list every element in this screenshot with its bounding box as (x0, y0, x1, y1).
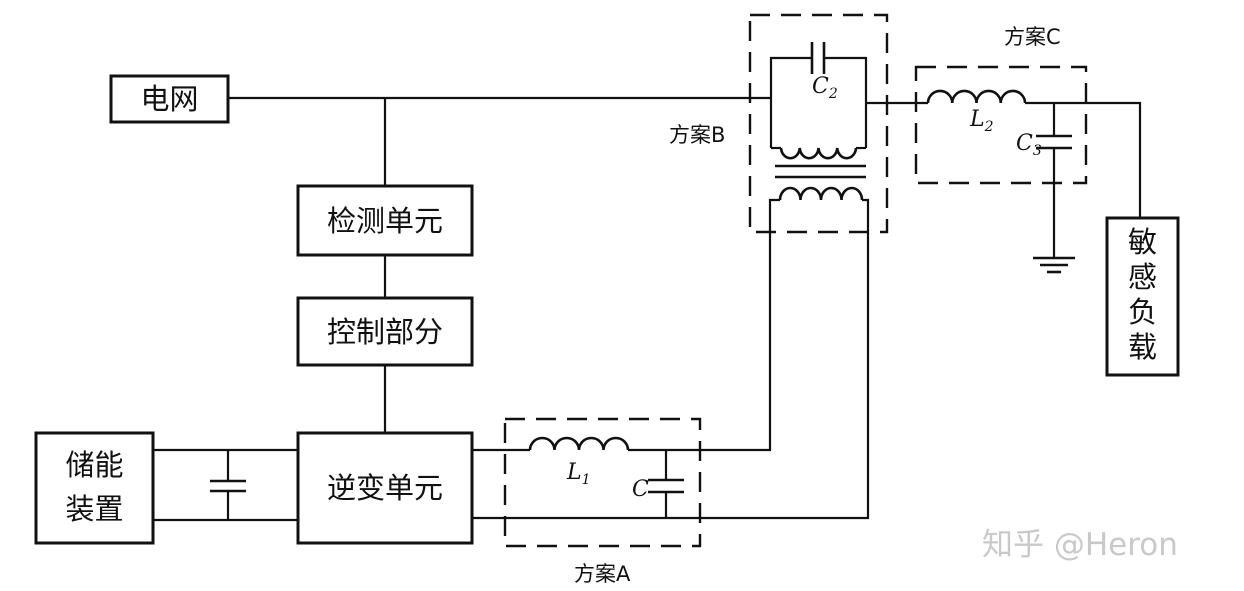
inverter-unit-label: 逆变单元 (327, 471, 443, 505)
c1-label: C (632, 477, 649, 502)
sensitive-load-char4: 载 (1128, 330, 1157, 364)
grid-block: 电网 (109, 74, 230, 124)
detection-unit-block: 检测单元 (296, 184, 474, 257)
control-label: 控制部分 (327, 315, 443, 349)
capacitor-c3 (1036, 134, 1072, 150)
energy-storage-label-line2: 装置 (65, 492, 123, 526)
sensitive-load-char1: 敏 (1128, 225, 1157, 259)
scheme-a-outline (503, 417, 702, 548)
scheme-b-label: 方案B (669, 123, 725, 147)
inductor-l1 (528, 436, 630, 451)
capacitor-c1 (648, 478, 684, 494)
control-block: 控制部分 (296, 296, 474, 367)
inductor-l2 (926, 89, 1027, 104)
sensitive-load-char2: 感 (1128, 260, 1157, 294)
grid-label: 电网 (140, 82, 198, 116)
ground-icon (1033, 256, 1075, 274)
c2-label: C2 (812, 74, 838, 102)
l1-label: L1 (566, 460, 591, 488)
scheme-a-label: 方案A (574, 562, 631, 586)
scheme-c-label: 方案C (1004, 25, 1061, 49)
transformer-core (775, 164, 866, 179)
watermark: 知乎 @Heron (982, 527, 1178, 563)
energy-storage-label-line1: 储能 (65, 448, 123, 482)
inverter-unit-block: 逆变单元 (296, 431, 474, 545)
sensitive-load-block: 敏 感 负 载 (1105, 216, 1180, 377)
scheme-b-outline (748, 13, 889, 234)
transformer-secondary-winding (778, 186, 864, 201)
l2-label: L2 (969, 107, 994, 135)
capacitor-dc-link (210, 479, 246, 493)
detection-unit-label: 检测单元 (327, 204, 443, 238)
transformer-primary-winding (779, 147, 858, 160)
sensitive-load-char3: 负 (1128, 295, 1157, 329)
energy-storage-block: 储能 装置 (34, 431, 155, 545)
c3-label: C3 (1016, 131, 1042, 159)
wiring (153, 56, 1142, 522)
capacitor-c2 (810, 42, 826, 74)
scheme-c-outline (914, 65, 1088, 185)
